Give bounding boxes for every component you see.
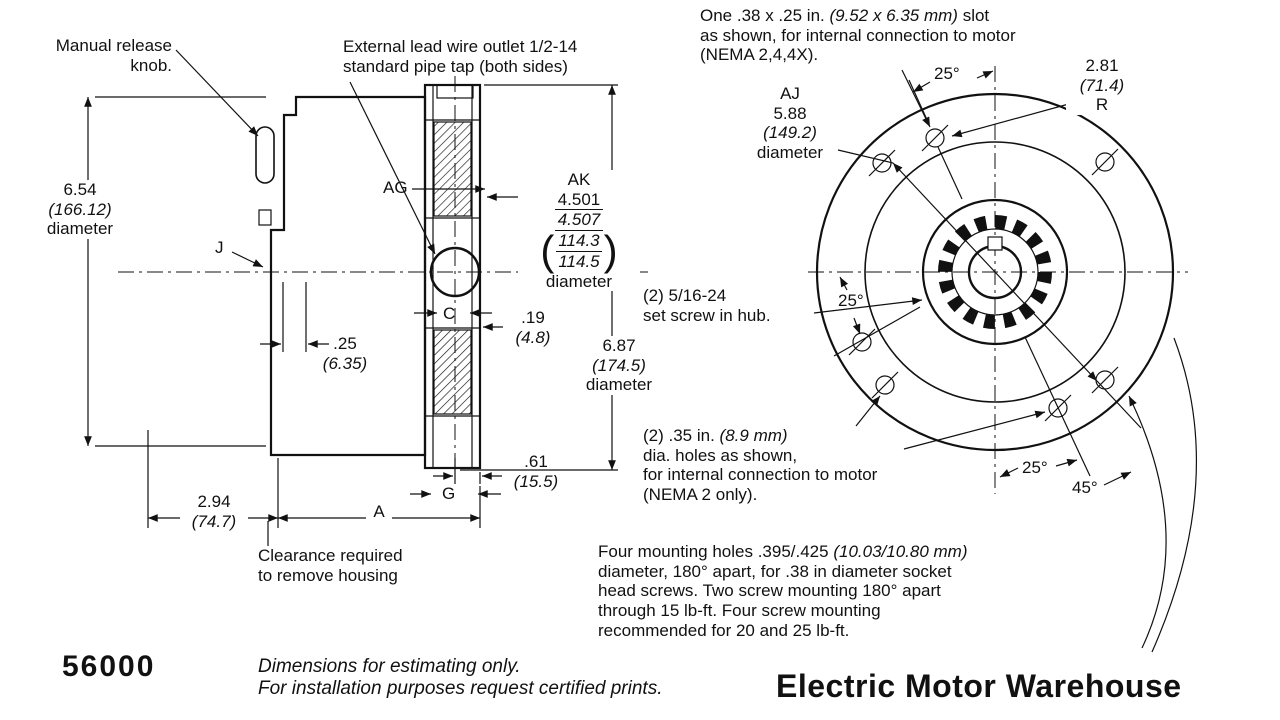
label-dim-0-61: .61(15.5): [513, 452, 559, 491]
label-lead-wire-outlet: External lead wire outlet 1/2-14 standar…: [343, 37, 578, 76]
label-angle-45: 45°: [1070, 478, 1100, 498]
model-number: 56000: [62, 650, 156, 683]
label-mounting-note: Four mounting holes .395/.425 (10.03/10.…: [598, 542, 968, 640]
label-dim-c: C: [443, 304, 456, 323]
label-dim-6-54: 6.54(166.12)diameter: [30, 180, 130, 240]
label-angle-25-bottom: 25°: [1020, 458, 1050, 478]
label-manual-release: Manual release knob.: [55, 36, 172, 75]
label-dim-0-19: .19(4.8): [515, 308, 551, 347]
label-slot-note: One .38 x .25 in. (9.52 x 6.35 mm) slot …: [700, 6, 1016, 65]
label-dim-j: J: [215, 238, 224, 257]
label-angle-25-left: 25°: [838, 291, 864, 310]
label-dim-2-94: 2.94(74.7): [180, 492, 248, 532]
label-clearance-note: Clearance required to remove housing: [258, 546, 403, 585]
label-holes-note: (2) .35 in. (8.9 mm) dia. holes as shown…: [643, 426, 878, 505]
label-dim-2-81-r: 2.81(71.4)R: [1066, 56, 1138, 116]
brand-name: Electric Motor Warehouse: [776, 668, 1182, 704]
label-dim-ag: AG: [383, 178, 408, 197]
label-set-screw-note: (2) 5/16-24 set screw in hub.: [643, 286, 771, 325]
label-dim-g: G: [442, 484, 456, 503]
label-dim-6-87: 6.87(174.5)diameter: [576, 336, 662, 396]
label-dim-0-25: .25(6.35): [322, 334, 368, 373]
label-angle-25-top: 25°: [932, 64, 962, 84]
disclaimer-text: Dimensions for estimating only. For inst…: [258, 656, 663, 700]
label-dim-a: A: [366, 502, 392, 522]
